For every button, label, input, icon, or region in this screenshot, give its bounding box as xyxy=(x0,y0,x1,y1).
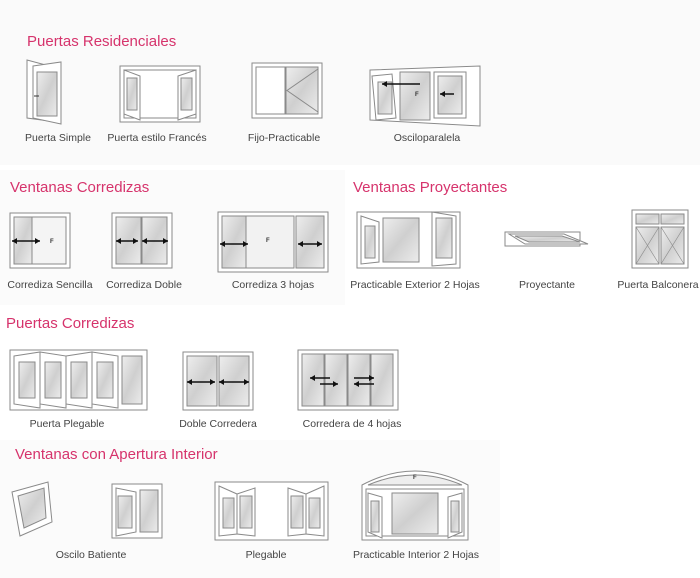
tilt-slide-icon: F xyxy=(369,65,481,127)
item-label: Plegable xyxy=(245,549,287,561)
folding-door-icon-graphic xyxy=(9,349,148,411)
section-title-ventanas-corredizas: Ventanas Corredizas xyxy=(10,179,150,196)
four-panel-sliding-door-icon-graphic xyxy=(297,349,399,411)
fixed-casement-icon-graphic xyxy=(251,62,323,119)
triple-slider-icon: F xyxy=(217,211,329,273)
single-door-icon xyxy=(25,59,65,125)
triple-slider-icon-graphic: F xyxy=(217,211,329,273)
fixed-casement-icon xyxy=(251,62,323,119)
interior-casement-icon-graphic: F xyxy=(361,470,469,541)
exterior-casement-icon-graphic xyxy=(356,211,461,269)
double-slider-icon xyxy=(111,212,173,269)
single-slider-icon: F xyxy=(9,212,71,269)
item-label: Puerta Plegable xyxy=(29,418,105,430)
svg-text:F: F xyxy=(415,92,419,98)
interior-casement-icon: F xyxy=(361,465,469,541)
four-panel-sliding-door-icon xyxy=(297,349,399,411)
exterior-casement-icon xyxy=(356,211,461,269)
french-door-icon-graphic xyxy=(119,65,201,123)
tilt-slide-icon-graphic: F xyxy=(369,65,481,127)
double-sliding-door-icon xyxy=(182,351,254,411)
item-label: Proyectante xyxy=(518,279,576,291)
tilt-turn-icon-graphic xyxy=(11,481,163,539)
single-slider-icon-graphic: F xyxy=(9,212,71,269)
svg-text:F: F xyxy=(50,239,54,245)
item-label: Doble Corredera xyxy=(179,418,257,430)
folding-window-icon-graphic xyxy=(214,481,329,541)
item-label: Corredera de 4 hojas xyxy=(302,418,402,430)
item-label: Fijo-Practicable xyxy=(247,132,321,144)
item-label: Puerta Simple xyxy=(25,132,91,144)
item-label: Osciloparalela xyxy=(393,132,461,144)
item-label: Corrediza Sencilla xyxy=(7,279,93,291)
item-label: Oscilo Batiente xyxy=(55,549,127,561)
double-sliding-door-icon-graphic xyxy=(182,351,254,411)
folding-window-icon xyxy=(214,481,329,541)
item-label: Practicable Interior 2 Hojas xyxy=(352,549,480,561)
section-title-puertas-corredizas: Puertas Corredizas xyxy=(6,315,135,332)
balcony-door-icon-graphic xyxy=(631,209,689,269)
tilt-turn-icon xyxy=(11,481,163,540)
background-band xyxy=(0,0,700,165)
double-slider-icon-graphic xyxy=(111,212,173,269)
section-title-ventanas-proyectantes: Ventanas Proyectantes xyxy=(353,179,508,196)
item-label: Corrediza 3 hojas xyxy=(231,279,315,291)
single-door-icon-graphic xyxy=(26,59,62,125)
item-label: Practicable Exterior 2 Hojas xyxy=(350,279,480,291)
item-label: Puerta Balconera xyxy=(617,279,699,291)
item-label: Corrediza Doble xyxy=(106,279,182,291)
section-title-puertas-residenciales: Puertas Residenciales xyxy=(27,33,177,50)
item-label: Puerta estilo Francés xyxy=(107,132,207,144)
folding-door-icon xyxy=(9,349,148,411)
balcony-door-icon xyxy=(631,209,689,269)
awning-window-icon-graphic xyxy=(504,231,589,247)
svg-text:F: F xyxy=(413,475,417,481)
section-title-ventanas-apertura-interior: Ventanas con Apertura Interior xyxy=(15,446,218,463)
french-door-icon xyxy=(119,65,201,123)
svg-text:F: F xyxy=(266,238,270,244)
awning-window-icon xyxy=(504,228,589,250)
